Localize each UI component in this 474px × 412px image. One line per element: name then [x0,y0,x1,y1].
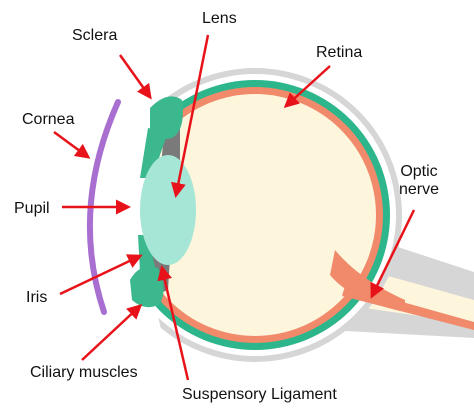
arrow-cornea [53,130,91,159]
arrow-ciliary-muscles [81,303,143,361]
arrow-lens [170,34,210,198]
ciliary-upper [150,96,183,139]
label-suspensory-ligament: Suspensory Ligament [182,386,337,403]
label-ciliary-muscles: Ciliary muscles [30,364,138,381]
label-sclera: Sclera [72,27,118,44]
arrow-iris [59,254,143,296]
label-lens: Lens [202,10,237,27]
lens [140,155,196,265]
label-retina: Retina [316,44,363,61]
optic-nerve-branch [330,250,405,312]
vitreous-body [134,94,376,336]
label-optic-nerve-line2: nerve [398,181,440,198]
ciliary-lower [130,266,164,308]
label-pupil: Pupil [14,200,50,217]
label-cornea: Cornea [22,111,75,128]
arrow-sclera [118,54,152,100]
arrow-retina [283,65,331,109]
iris-upper [140,128,168,178]
cornea [86,99,121,315]
label-optic-nerve: Optic nerve [394,163,444,199]
arrow-optic-nerve [370,209,416,299]
front-opening [108,60,170,370]
label-optic-nerve-line1: Optic [400,163,438,180]
arrow-suspensory-ligament [157,265,190,381]
label-iris: Iris [26,289,48,306]
